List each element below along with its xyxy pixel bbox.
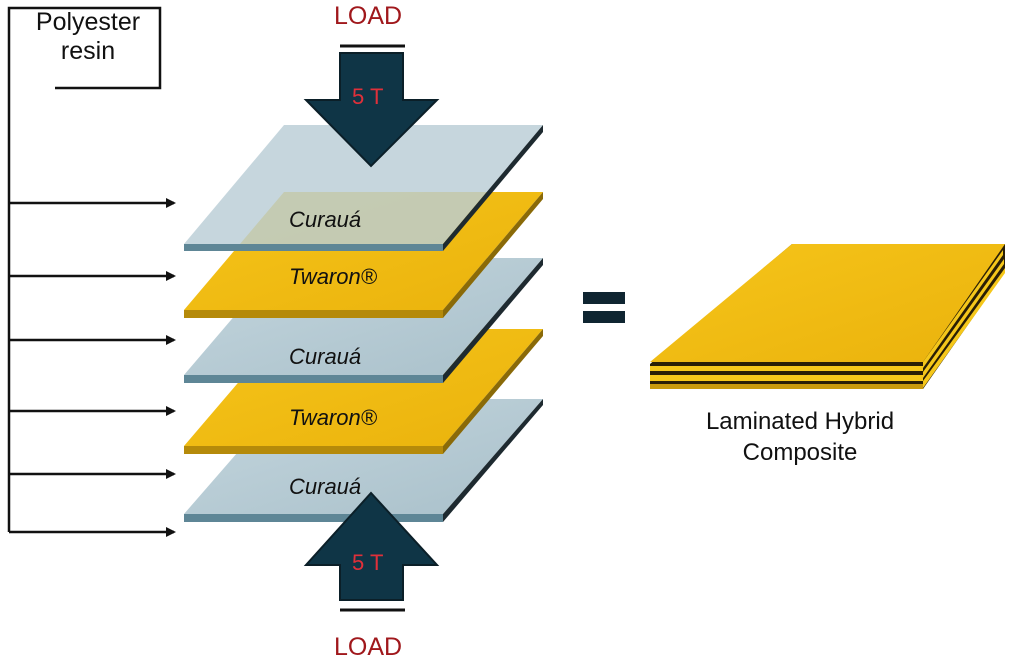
ply-label: Curauá	[289, 207, 362, 232]
force-label-top: 5 T	[352, 84, 384, 109]
ply-label: Curauá	[289, 474, 362, 499]
load-arrow-up-icon	[303, 491, 440, 612]
result-label-line1: Laminated Hybrid	[705, 408, 895, 435]
load-label-bottom: LOAD	[334, 633, 403, 661]
resin-box-outline	[7, 6, 162, 532]
result-label-line2: Composite	[742, 439, 858, 466]
ply-label: Curauá	[289, 344, 362, 369]
ply-stack	[184, 125, 543, 522]
resin-box-label: Polyester resin	[24, 8, 152, 66]
ply-label: Twaron®	[289, 405, 377, 430]
resin-feed-lines	[7, 6, 176, 537]
ply-curaua-1	[184, 125, 543, 251]
force-label-bottom: 5 T	[352, 550, 384, 575]
result-label: Laminated Hybrid Composite	[650, 406, 950, 468]
resin-label-line1: Polyester	[35, 8, 141, 36]
equals-icon	[583, 292, 625, 323]
load-label-top: LOAD	[334, 2, 403, 30]
ply-label: Twaron®	[289, 264, 377, 289]
load-arrow-down-icon	[303, 44, 440, 168]
resin-label-line2: resin	[60, 37, 116, 65]
laminated-composite-icon	[650, 244, 1005, 389]
